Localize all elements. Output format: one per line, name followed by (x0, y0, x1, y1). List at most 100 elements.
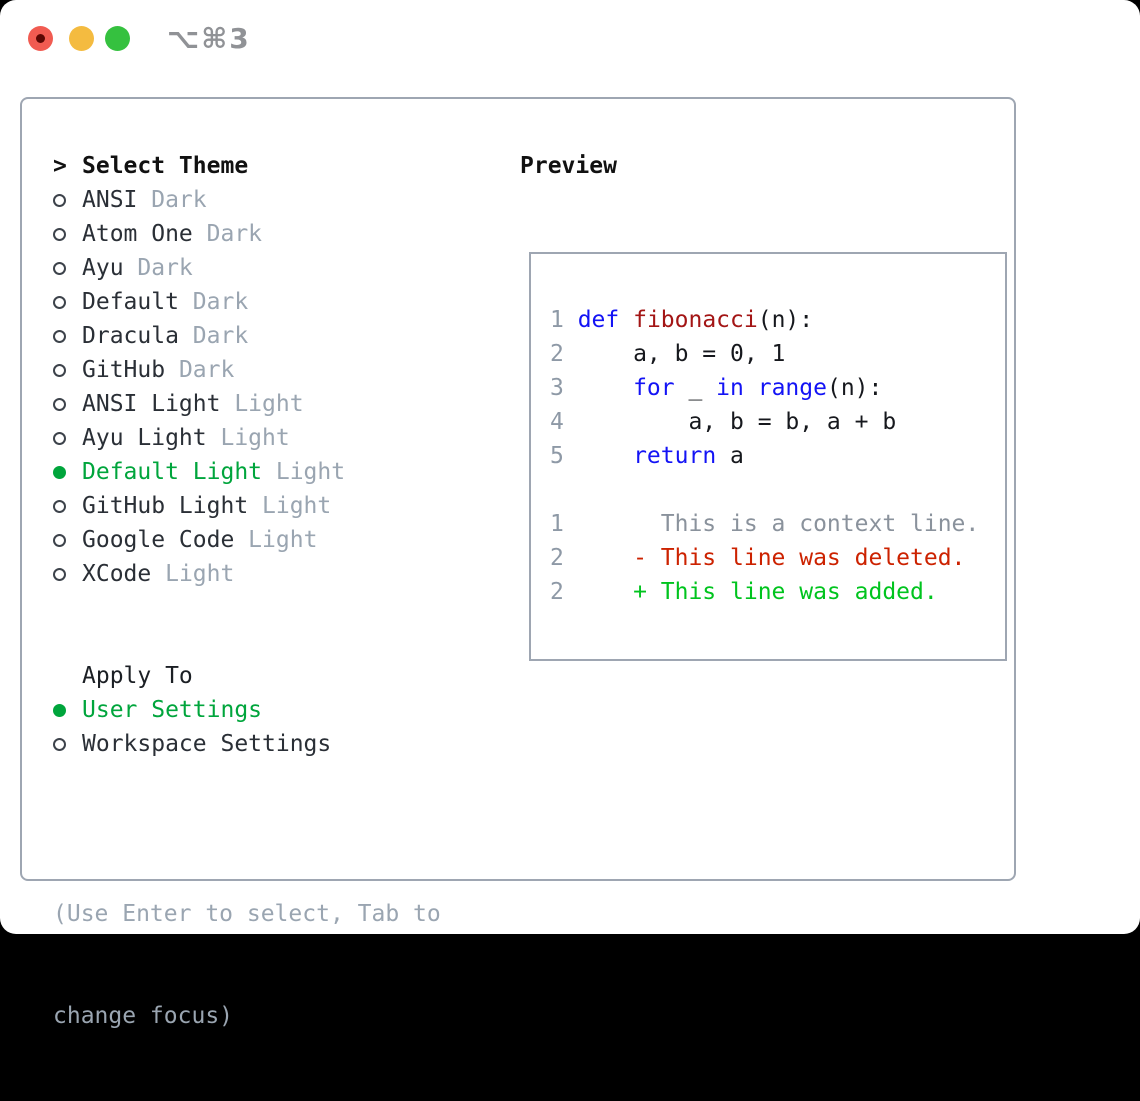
theme-variant: Light (151, 561, 234, 587)
help-line: (Use Enter to select, Tab to (53, 897, 498, 931)
theme-option[interactable]: Dracula Dark (53, 319, 498, 353)
theme-variant: Dark (193, 221, 262, 247)
theme-name: Google Code (82, 527, 234, 553)
theme-variant: Light (207, 425, 290, 451)
theme-variant: Dark (137, 187, 206, 213)
spacer (53, 591, 498, 659)
code-line (550, 473, 1005, 507)
preview-header: Preview (498, 149, 1014, 183)
code-line: 5 return a (550, 439, 1005, 473)
code-token: (n): (758, 307, 813, 333)
theme-name: GitHub (82, 357, 165, 383)
code-line: 2 + This line was added. (550, 575, 1005, 609)
theme-section-header: > Select Theme (53, 149, 498, 183)
radio-icon (53, 296, 66, 309)
theme-name: ANSI Light (82, 391, 220, 417)
apply-section-title: Apply To (82, 663, 193, 689)
theme-variant: Dark (179, 323, 248, 349)
radio-icon (53, 262, 66, 275)
theme-option[interactable]: GitHub Light Light (53, 489, 498, 523)
code-token (619, 307, 633, 333)
code-line: 4 a, b = b, a + b (550, 405, 1005, 439)
code-token: (n): (827, 375, 882, 401)
window-shortcut-label: ⌥⌘3 (167, 22, 251, 55)
apply-option[interactable]: Workspace Settings (53, 727, 498, 761)
theme-variant: Dark (179, 289, 248, 315)
code-token (744, 375, 758, 401)
zoom-button[interactable] (105, 26, 130, 51)
theme-option[interactable]: Ayu Dark (53, 251, 498, 285)
theme-option[interactable]: Google Code Light (53, 523, 498, 557)
code-token: range (758, 375, 827, 401)
line-number: 1 (550, 307, 578, 333)
theme-name: Default Light (82, 459, 262, 485)
preview-title: Preview (520, 153, 617, 179)
theme-variant: Light (234, 527, 317, 553)
radio-icon (53, 704, 66, 717)
radio-icon (53, 398, 66, 411)
theme-option[interactable]: Default Light Light (53, 455, 498, 489)
line-number: 2 (550, 545, 578, 571)
apply-label: Workspace Settings (82, 731, 331, 757)
code-token: a, b = b, a + b (578, 409, 897, 435)
spacer (53, 761, 498, 829)
theme-name: Dracula (82, 323, 179, 349)
code-token: This is a context line. (578, 511, 980, 537)
radio-icon (53, 500, 66, 513)
theme-name: GitHub Light (82, 493, 248, 519)
code-line: 2 - This line was deleted. (550, 541, 1005, 575)
line-number: 4 (550, 409, 578, 435)
code-line: 3 for _ in range(n): (550, 371, 1005, 405)
code-token: fibonacci (633, 307, 758, 333)
line-number: 3 (550, 375, 578, 401)
radio-icon (53, 466, 66, 479)
code-token: return (633, 443, 716, 469)
code-token: def (578, 307, 620, 333)
titlebar: ⌥⌘3 (0, 0, 1140, 76)
apply-section-header: Apply To (53, 659, 498, 693)
theme-section-title: Select Theme (82, 153, 248, 179)
apply-option[interactable]: User Settings (53, 693, 498, 727)
line-number: 2 (550, 341, 578, 367)
code-token: a, b = 0, 1 (578, 341, 786, 367)
theme-option[interactable]: ANSI Light Light (53, 387, 498, 421)
minimize-button[interactable] (69, 26, 94, 51)
code-token: + This line was added. (578, 579, 938, 605)
theme-option[interactable]: Default Dark (53, 285, 498, 319)
theme-option[interactable]: XCode Light (53, 557, 498, 591)
radio-icon (53, 534, 66, 547)
code-token: - This line was deleted. (578, 545, 966, 571)
close-button[interactable] (28, 26, 53, 51)
theme-name: Ayu Light (82, 425, 207, 451)
focus-caret: > (53, 153, 82, 179)
code-token: _ (675, 375, 717, 401)
theme-option[interactable]: Ayu Light Light (53, 421, 498, 455)
radio-icon (53, 228, 66, 241)
close-dot-icon (36, 34, 45, 43)
help-line: change focus) (53, 999, 498, 1033)
code-line: 1 This is a context line. (550, 507, 1005, 541)
radio-icon (53, 738, 66, 751)
code-token: a (716, 443, 744, 469)
help-text: (Use Enter to select, Tab to change focu… (53, 829, 498, 1101)
radio-icon (53, 364, 66, 377)
radio-icon (53, 432, 66, 445)
line-number: 2 (550, 579, 578, 605)
theme-option[interactable]: ANSI Dark (53, 183, 498, 217)
theme-variant: Light (262, 459, 345, 485)
code-token (578, 375, 633, 401)
radio-icon (53, 194, 66, 207)
theme-option[interactable]: GitHub Dark (53, 353, 498, 387)
theme-name: Ayu (82, 255, 124, 281)
theme-option[interactable]: Atom One Dark (53, 217, 498, 251)
radio-icon (53, 568, 66, 581)
code-token: for (633, 375, 675, 401)
